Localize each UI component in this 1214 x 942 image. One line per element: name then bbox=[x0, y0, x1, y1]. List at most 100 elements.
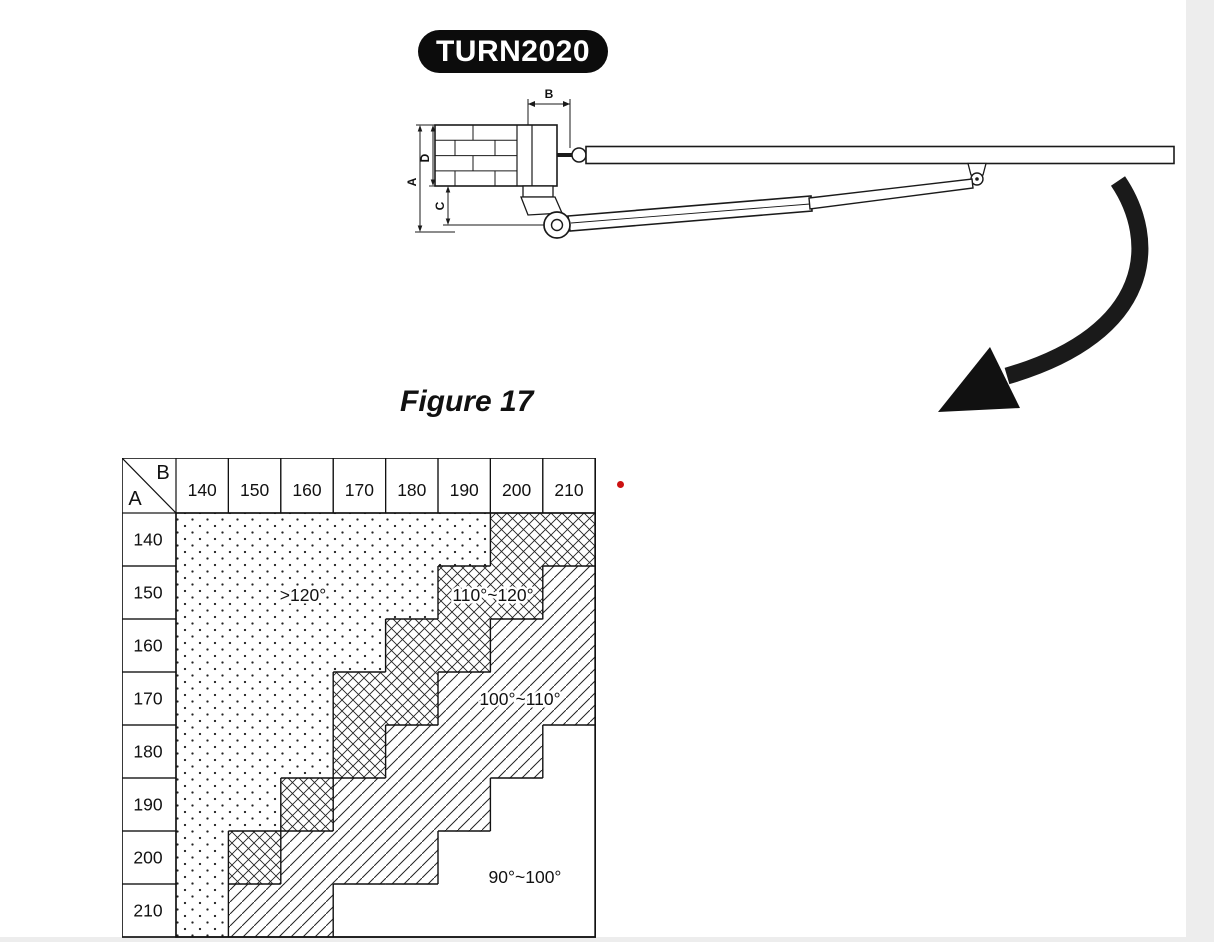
region-cell-d bbox=[176, 884, 229, 938]
row-header: 180 bbox=[133, 742, 162, 762]
region-cell-s bbox=[490, 619, 544, 673]
region-cell-d bbox=[176, 778, 229, 832]
region-cell-s bbox=[438, 778, 491, 832]
region-cell-x bbox=[542, 513, 596, 567]
region-cell-s bbox=[385, 778, 439, 832]
arm-rod bbox=[808, 178, 974, 210]
arrowhead bbox=[938, 347, 1020, 412]
region-label-s: 100°~110° bbox=[479, 689, 560, 709]
region-cell-d bbox=[280, 513, 334, 567]
row-header: 140 bbox=[133, 530, 162, 550]
region-cell-x bbox=[438, 619, 491, 673]
region-cell-s bbox=[490, 672, 544, 726]
col-header: 190 bbox=[450, 480, 479, 500]
region-cell-d bbox=[333, 619, 387, 673]
region-cell-d bbox=[280, 672, 334, 726]
col-header: 140 bbox=[188, 480, 217, 500]
region-cell-d bbox=[176, 831, 229, 885]
row-header: 200 bbox=[133, 848, 162, 868]
angle-selection-table: BA 140 150 160 170 180 190 200 210 140 150 160 170 18… bbox=[122, 458, 596, 938]
region-cell-d bbox=[438, 513, 491, 567]
row-header: 160 bbox=[133, 636, 162, 656]
swing-direction-arrow bbox=[938, 176, 1149, 412]
col-header: 150 bbox=[240, 480, 269, 500]
region-cell-s bbox=[280, 831, 334, 885]
model-badge: TURN2020 bbox=[418, 30, 608, 73]
region-cell-s bbox=[438, 672, 491, 726]
region-cell-x bbox=[385, 672, 439, 726]
region-cell-s bbox=[490, 725, 544, 779]
region-label-x: 110°~120° bbox=[452, 585, 533, 605]
dim-label-c: C bbox=[433, 201, 447, 210]
region-cell-s bbox=[542, 566, 596, 620]
region-cell-d bbox=[228, 566, 282, 620]
region-cell-d bbox=[228, 725, 282, 779]
region-label-w: 90°~100° bbox=[489, 867, 562, 887]
region-cell-d bbox=[333, 513, 387, 567]
region-cell-x bbox=[490, 566, 544, 620]
region-cell-s bbox=[542, 619, 596, 673]
col-header: 200 bbox=[502, 480, 531, 500]
region-cell-d bbox=[228, 513, 282, 567]
region-cell-s bbox=[438, 725, 491, 779]
region-cell-s bbox=[385, 831, 439, 885]
region-cell-d bbox=[280, 619, 334, 673]
row-header: 170 bbox=[133, 689, 162, 709]
region-cell-d bbox=[333, 566, 387, 620]
gate-opener-technical-drawing: B A bbox=[405, 87, 1175, 412]
region-cell-d bbox=[228, 778, 282, 832]
region-cell-d bbox=[176, 566, 229, 620]
region-cell-s bbox=[542, 672, 596, 726]
col-header: 170 bbox=[345, 480, 374, 500]
col-header: 210 bbox=[554, 480, 583, 500]
row-axis-label: A bbox=[128, 488, 142, 510]
row-header: 150 bbox=[133, 583, 162, 603]
region-cell-d bbox=[176, 619, 229, 673]
dimension-a: A bbox=[405, 124, 455, 233]
region-cell-x bbox=[385, 619, 439, 673]
region-cell-d bbox=[228, 672, 282, 726]
dimension-d: D bbox=[418, 125, 443, 187]
region-cell-d bbox=[176, 672, 229, 726]
region-cell-s bbox=[228, 884, 282, 938]
corner-diagonal bbox=[122, 458, 177, 514]
region-cell-x bbox=[280, 778, 334, 832]
region-cell-d bbox=[228, 619, 282, 673]
region-cell-x bbox=[333, 672, 387, 726]
gate-leaf-bar bbox=[557, 145, 1175, 165]
dim-label-d: D bbox=[418, 153, 432, 162]
region-cell-x bbox=[490, 513, 544, 567]
region-cell-d bbox=[385, 566, 439, 620]
region-cell-d bbox=[176, 513, 229, 567]
ball-joint bbox=[571, 147, 587, 163]
page-edge-right bbox=[1186, 0, 1214, 942]
region-cell-d bbox=[176, 725, 229, 779]
page-edge-bottom bbox=[0, 937, 1214, 942]
region-cell-s bbox=[385, 725, 439, 779]
col-header: 180 bbox=[397, 480, 426, 500]
region-cell-x bbox=[228, 831, 282, 885]
region-cell-d bbox=[280, 566, 334, 620]
col-axis-label: B bbox=[156, 462, 169, 484]
region-cell-x bbox=[333, 725, 387, 779]
region-cell-d bbox=[280, 725, 334, 779]
row-header: 190 bbox=[133, 795, 162, 815]
pillar bbox=[434, 124, 558, 187]
col-header: 160 bbox=[292, 480, 321, 500]
table-body-border bbox=[175, 512, 596, 938]
region-cell-s bbox=[280, 884, 334, 938]
actuator-arm bbox=[520, 178, 974, 239]
dim-label-b: B bbox=[545, 87, 554, 101]
region-cell-s bbox=[333, 778, 387, 832]
pillar-bracket bbox=[522, 185, 554, 198]
figure-caption: Figure 17 bbox=[400, 385, 534, 418]
gate-bracket bbox=[967, 162, 987, 186]
region-cell-s bbox=[333, 831, 387, 885]
region-cell-x bbox=[438, 566, 491, 620]
dimension-c: C bbox=[433, 186, 545, 226]
region-cell-d bbox=[385, 513, 439, 567]
region-label-d: >120° bbox=[280, 585, 326, 605]
row-header: 210 bbox=[133, 901, 162, 921]
dimension-b: B bbox=[527, 87, 571, 148]
